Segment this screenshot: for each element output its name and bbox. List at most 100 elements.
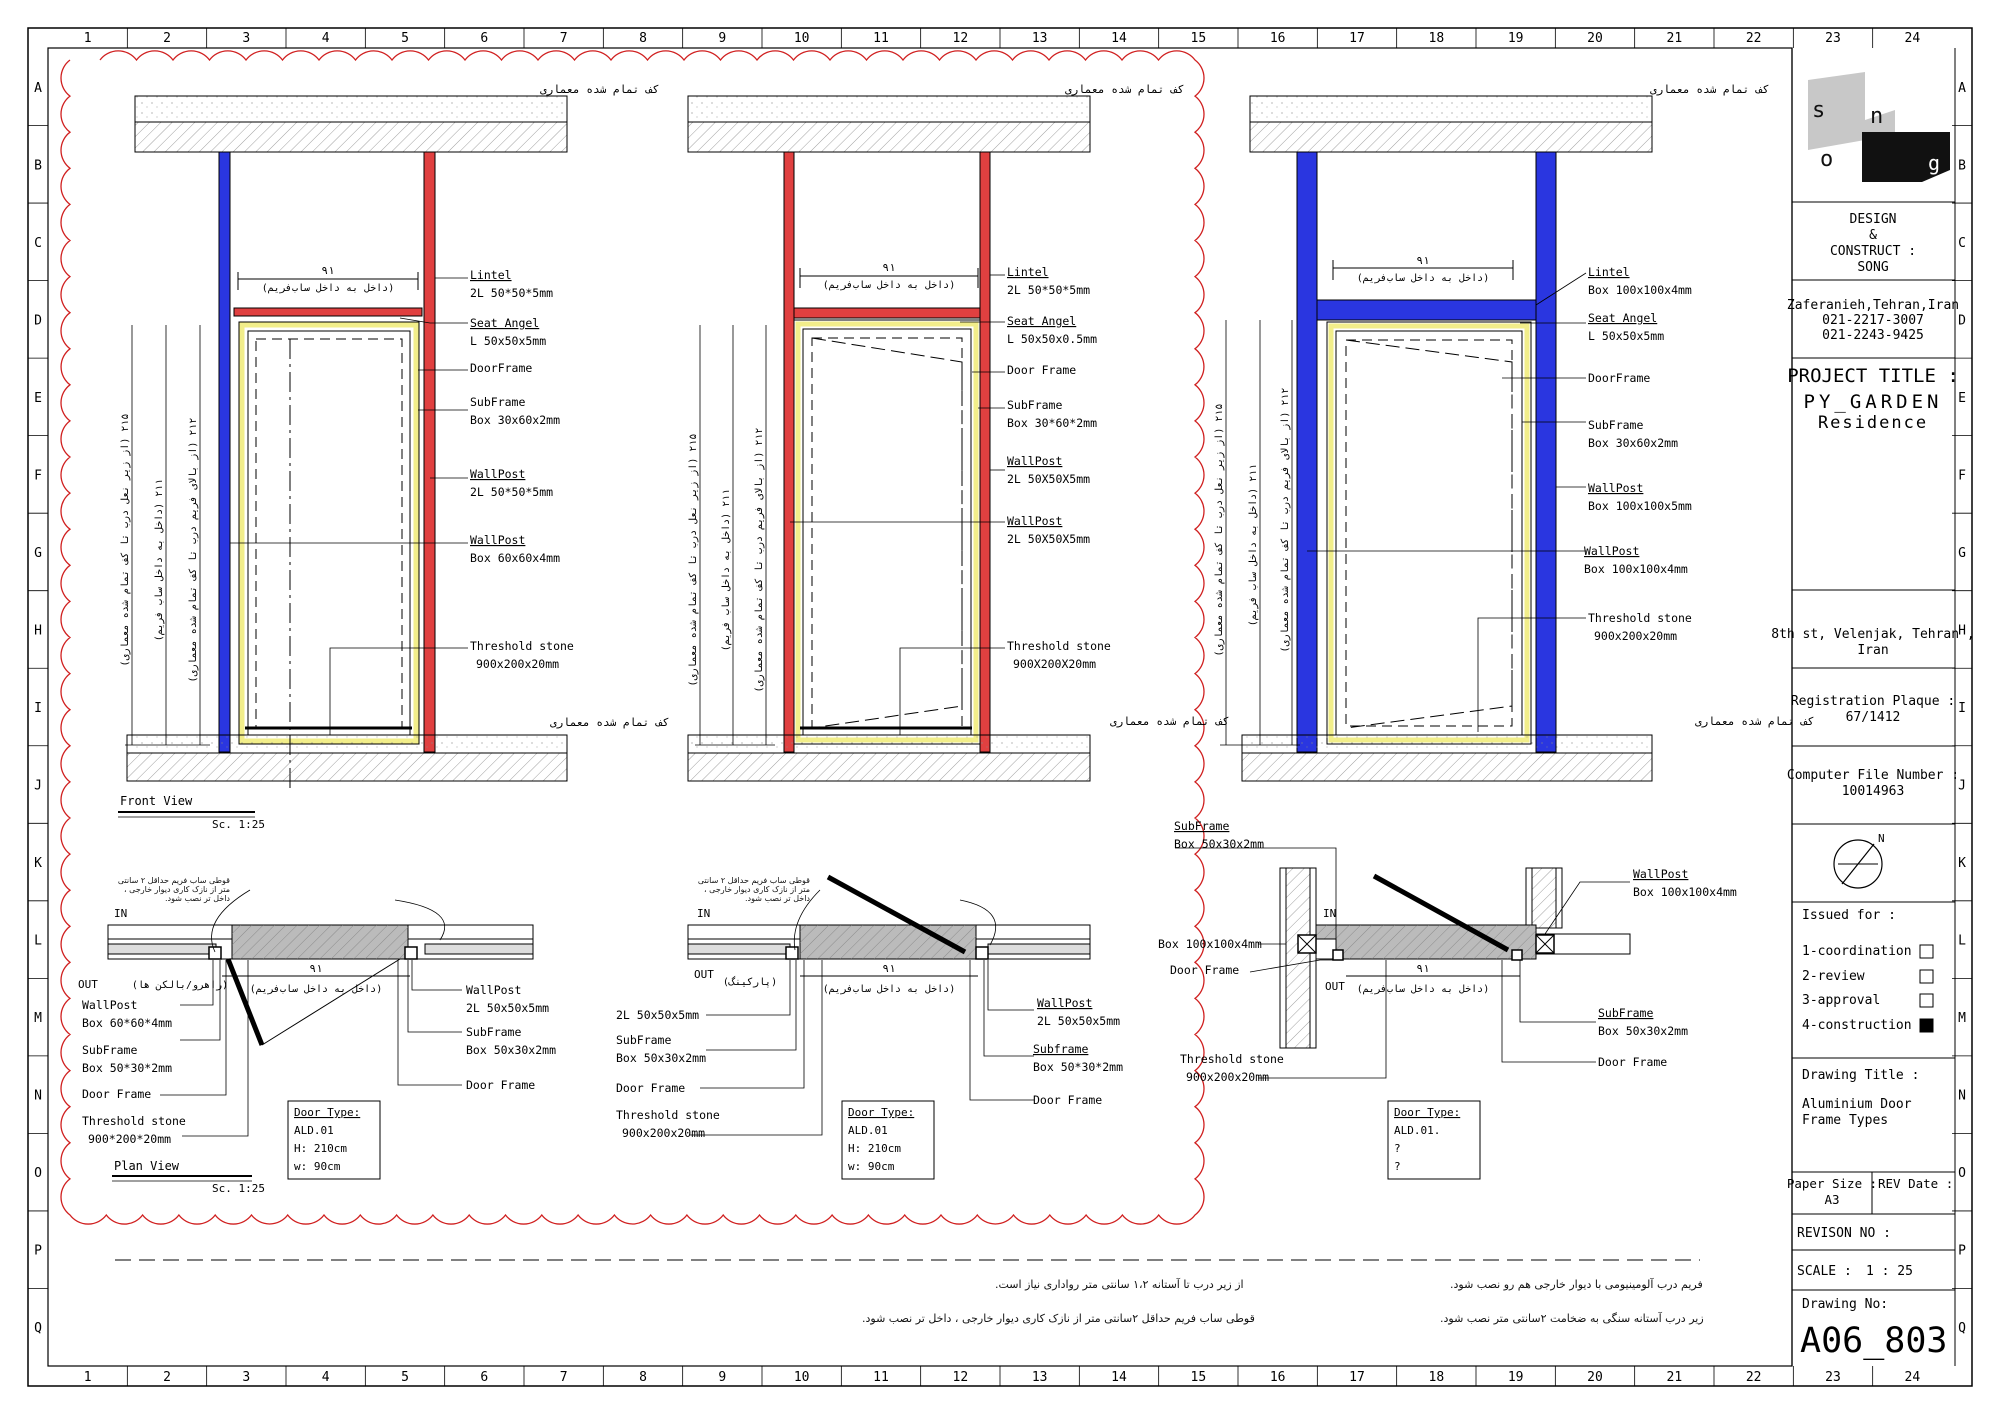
drawing-title-label: Drawing Title : — [1802, 1068, 1919, 1083]
svg-text:Computer File Number :: Computer File Number : — [1787, 768, 1959, 783]
grid-col-label: 1 — [84, 31, 92, 46]
grid-row-label: G — [34, 546, 42, 561]
svg-text:Box 50x30x2mm: Box 50x30x2mm — [1598, 1024, 1688, 1038]
svg-text:Box 100x100x4mm: Box 100x100x4mm — [1633, 885, 1737, 899]
grid-row-label: A — [34, 81, 42, 96]
svg-text:Zaferanieh,Tehran,Iran: Zaferanieh,Tehran,Iran — [1787, 298, 1959, 313]
front-view-scale: Sc. 1:25 — [212, 818, 265, 831]
plan-view-title: Plan View — [114, 1159, 180, 1173]
grid-col-label: 7 — [560, 31, 568, 46]
grid-col-label: 10 — [794, 31, 810, 46]
svg-text:SubFrame: SubFrame — [1598, 1006, 1653, 1020]
svg-text:DoorFrame: DoorFrame — [1588, 371, 1650, 385]
plan-labels-right: WallPost 2L 50x50x5mm Subframe Box 50*30… — [1033, 996, 1123, 1107]
svg-text:Box 100x100x5mm: Box 100x100x5mm — [1588, 499, 1692, 513]
grid-row-label: H — [34, 623, 42, 638]
grid-row-label: B — [34, 158, 42, 173]
wallpost-right — [979, 151, 991, 753]
plan-view-2: IN OUT (پارکینگ) ۹۱ (داخل به داخل ساب‌فر… — [616, 874, 1123, 1180]
general-note-4: زیر درب آستانه سنگی به ضخامت ۲سانتی متر … — [1440, 1312, 1704, 1325]
width-note: (داخل به داخل ساب‌فریم) — [823, 280, 955, 291]
svg-text:DoorFrame: DoorFrame — [470, 361, 532, 375]
svg-text:900X200X20mm: 900X200X20mm — [1013, 657, 1096, 671]
grid-row-label: G — [1958, 546, 1966, 561]
grid-col-label: 8 — [639, 31, 647, 46]
svg-text:2L 50*50*5mm: 2L 50*50*5mm — [1007, 283, 1090, 297]
svg-text:g: g — [1928, 151, 1940, 175]
plan-width-note: (داخل به داخل ساب‌فریم) — [1357, 984, 1489, 995]
grid-row-label: E — [34, 391, 42, 406]
svg-text:Box 100x100x4mm: Box 100x100x4mm — [1158, 937, 1262, 951]
general-note-1: از زیر درب تا آستانه ۱،۲ سانتی متر روادا… — [995, 1278, 1244, 1291]
issue-item: 2-review — [1802, 969, 1865, 984]
grid-col-label: 18 — [1429, 1370, 1445, 1385]
svg-text:021-2243-9425: 021-2243-9425 — [1822, 328, 1924, 343]
issue-list: 1-coordination 2-review 3-approval 4-con… — [1802, 944, 1934, 1033]
svg-text:ALD.01: ALD.01 — [848, 1124, 888, 1137]
lintel — [793, 307, 981, 319]
grid-col-label: 3 — [242, 1370, 250, 1385]
plan-labels-left: WallPost Box 60*60*4mm SubFrame Box 50*3… — [82, 998, 186, 1146]
grid-col-label: 2 — [163, 31, 171, 46]
svg-text:DESIGN: DESIGN — [1850, 212, 1897, 227]
wallpost-left — [218, 151, 231, 753]
wallpost-left — [1296, 151, 1318, 753]
lintel — [233, 307, 423, 317]
grid-col-label: 17 — [1349, 31, 1365, 46]
plan-width-dim: ۹۱ — [309, 962, 322, 975]
issue-checkbox[interactable] — [1919, 969, 1934, 984]
paper-size-value: A3 — [1824, 1192, 1839, 1207]
svg-text:SubFrame: SubFrame — [1588, 418, 1643, 432]
plan-out-note: (راهرو/بالکن ها) — [132, 980, 228, 991]
vertical-dimension-2: ۲۱۱ (داخل به داخل ساب فریم) — [721, 489, 732, 652]
svg-text:Box 30x60x2mm: Box 30x60x2mm — [1588, 436, 1678, 450]
title-block: s o n g DESIGN & CONSTRUCT : SONG Zafera… — [1771, 48, 1975, 1366]
svg-text:2L 50X50X5mm: 2L 50X50X5mm — [1007, 472, 1090, 486]
door-type-box: Door Type: ALD.01 H: 210cm w: 90cm — [841, 1100, 935, 1180]
svg-text:Seat Angel: Seat Angel — [1588, 311, 1657, 325]
svg-text:ALD.01.: ALD.01. — [1394, 1124, 1440, 1137]
vertical-dimension-2: ۲۱۱ (داخل به داخل ساب فریم) — [154, 479, 165, 642]
grid-col-label: 13 — [1032, 31, 1048, 46]
grid-references: 1122334455667788991010111112121313141415… — [28, 28, 1972, 1386]
grid-col-label: 12 — [953, 31, 969, 46]
grid-row-label: M — [34, 1011, 42, 1026]
front-elevation-3: کف تمام شده معماری ۹۱ (داخل به داخل ساب‌… — [1214, 83, 1814, 782]
grid-col-label: 21 — [1667, 1370, 1683, 1385]
grid-col-label: 9 — [718, 1370, 726, 1385]
svg-text:Iran: Iran — [1857, 643, 1888, 658]
lintel — [1316, 299, 1537, 321]
svg-text:900x200x20mm: 900x200x20mm — [1594, 629, 1677, 643]
grid-col-label: 4 — [322, 31, 330, 46]
issue-checkbox[interactable] — [1919, 944, 1934, 959]
issue-item: 3-approval — [1802, 993, 1880, 1008]
svg-text:CONSTRUCT :: CONSTRUCT : — [1830, 244, 1916, 259]
issue-checkbox[interactable] — [1919, 993, 1934, 1008]
grid-col-label: 15 — [1191, 1370, 1207, 1385]
revision-cloud — [60, 50, 1205, 1225]
svg-text:WallPost: WallPost — [1584, 544, 1639, 558]
grid-row-label: I — [34, 701, 42, 716]
svg-text:Box 50x30x2mm: Box 50x30x2mm — [616, 1051, 706, 1065]
grid-col-label: 3 — [242, 31, 250, 46]
grid-col-label: 14 — [1111, 1370, 1127, 1385]
svg-text:Threshold stone: Threshold stone — [470, 639, 574, 653]
svg-text:s: s — [1812, 98, 1825, 123]
issued-for-label: Issued for : — [1802, 908, 1896, 923]
svg-text:Seat Angel: Seat Angel — [470, 316, 539, 330]
grid-row-label: C — [34, 236, 42, 251]
svg-text:WallPost: WallPost — [82, 998, 137, 1012]
svg-text:Box 50x30x2mm: Box 50x30x2mm — [466, 1043, 556, 1057]
issue-checkbox-checked[interactable] — [1919, 1018, 1934, 1033]
paper-size-label: Paper Size : — [1787, 1176, 1877, 1191]
north-arrow-icon: N — [1833, 832, 1885, 889]
width-dimension: ۹۱ — [882, 261, 895, 274]
svg-text:WallPost: WallPost — [470, 467, 525, 481]
site-address: 8th st, Velenjak, Tehran , Iran — [1771, 627, 1975, 658]
grid-row-label: M — [1958, 1011, 1966, 1026]
grid-row-label: N — [1958, 1089, 1966, 1104]
elevation-labels: Lintel 2L 50*50*5mm Seat Angel L 50x50x0… — [1007, 265, 1111, 671]
svg-text:Lintel: Lintel — [470, 268, 512, 282]
svg-text:021-2217-3007: 021-2217-3007 — [1822, 313, 1924, 328]
